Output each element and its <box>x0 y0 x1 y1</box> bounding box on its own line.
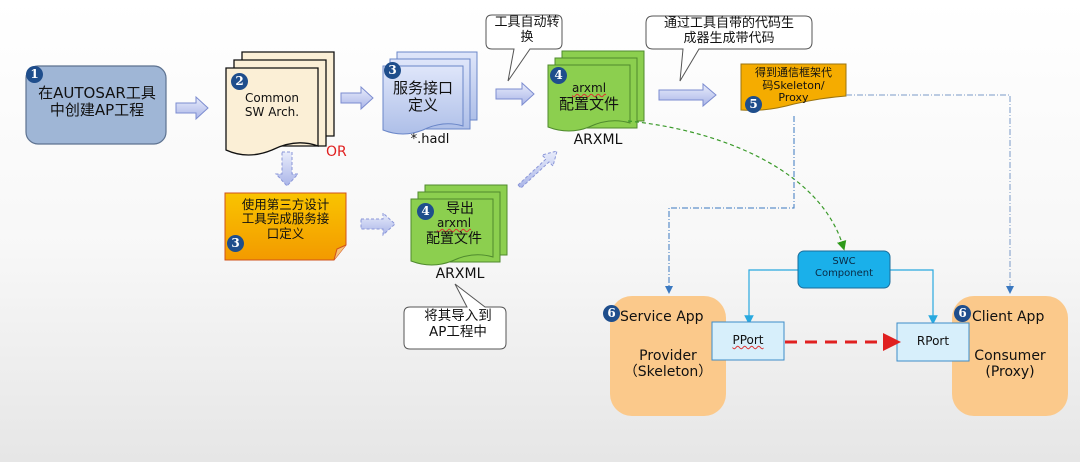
service-app-role: Provider （Skeleton） <box>610 348 726 380</box>
step4-export-line1: 导出 <box>446 201 474 217</box>
step3-hadl-label: 服务接口 定义 <box>383 79 463 115</box>
client-app-badge: 6 <box>954 305 971 322</box>
swc-to-pport-line <box>744 269 798 325</box>
service-app-line2: （Skeleton） <box>623 364 713 381</box>
callout-auto-convert-line2: 换 <box>520 29 534 45</box>
step2-line1: Common <box>244 91 300 105</box>
or-label: OR <box>326 144 347 160</box>
step3-third-party-line3: 口定义 <box>266 225 305 241</box>
step3-hadl-line1: 服务接口 <box>392 79 453 97</box>
step4-arxml-line2: 配置文件 <box>558 94 619 113</box>
callout-codegen-line1: 通过工具自带的代码生 <box>663 16 794 31</box>
dashdot-connector-client <box>846 94 1014 294</box>
flow-arrow-right-dashed <box>360 211 396 237</box>
step3-hadl-line2: 定义 <box>407 96 438 115</box>
green-dashed-connector <box>627 120 847 251</box>
step4-arxml-document-stack <box>547 50 645 132</box>
step4-export-badge: 4 <box>417 203 434 220</box>
flow-arrow-1 <box>175 95 209 121</box>
swc-line2: Component <box>814 267 874 279</box>
dashdot-connector-service <box>665 116 795 294</box>
callout-codegen-line2: 成器生成带代码 <box>683 30 775 46</box>
flow-arrow-diagonal-dashed <box>517 150 558 189</box>
rport-box <box>896 322 970 362</box>
step4-arxml-line1: arxml <box>571 81 607 95</box>
step5-line3: Proxy <box>778 91 809 105</box>
step3-third-party-note <box>224 192 347 261</box>
step3-hadl-badge: 3 <box>384 62 401 79</box>
callout-codegen: 通过工具自带的代码生 成器生成带代码 <box>646 16 812 47</box>
step3-third-party-line1: 使用第三方设计 <box>241 197 330 212</box>
client-app-line1: Consumer <box>974 348 1046 364</box>
step2-document-stack <box>225 51 335 156</box>
service-app-box <box>610 296 726 416</box>
callout-auto-convert-line1: 工具自动转 <box>494 15 560 30</box>
step4-export-line3: 配置文件 <box>426 230 482 247</box>
step5-line1: 得到通信框架代 <box>755 66 832 79</box>
step3-third-party-line2: 工具完成服务接 <box>241 211 330 227</box>
step4-export-line2: arxml <box>436 216 472 231</box>
callout-import: 将其导入到 AP工程中 <box>404 308 512 340</box>
service-app-line1: Provider <box>639 348 697 364</box>
callout-import-shape <box>403 283 507 350</box>
swc-to-rport-line <box>890 269 938 325</box>
step2-badge: 2 <box>231 73 248 90</box>
step4-arxml-badge: 4 <box>550 67 567 84</box>
step2-label: Common SW Arch. <box>226 91 318 120</box>
client-app-box <box>952 296 1068 416</box>
rport-label: RPort <box>916 334 950 348</box>
callout-codegen-shape <box>645 15 813 82</box>
step4-export-label: 导出 arxml 配置文件 <box>414 201 494 247</box>
step4-arxml-label: arxml 配置文件 <box>548 81 630 113</box>
flow-arrow-4 <box>658 82 717 108</box>
flow-arrow-2 <box>340 85 374 111</box>
flow-arrow-3 <box>495 81 535 107</box>
client-app-line2: (Proxy) <box>985 364 1035 381</box>
arxml-caption-top: ARXML <box>573 132 623 148</box>
step1-line2: 中创建AP工程 <box>49 101 145 120</box>
service-app-badge: 6 <box>603 305 620 322</box>
step1-label: 在AUTOSAR工具 中创建AP工程 <box>30 84 164 120</box>
swc-component-label: SWC Component <box>798 256 890 279</box>
step1-box <box>25 65 167 145</box>
client-app-title: Client App <box>972 309 1045 325</box>
service-app-title: Service App <box>620 309 704 325</box>
hadl-caption: *.hadl <box>410 132 450 147</box>
callout-auto-convert-shape <box>485 14 563 82</box>
step3-third-party-label: 使用第三方设计 工具完成服务接 口定义 <box>225 197 346 241</box>
callout-import-line2: AP工程中 <box>429 323 487 340</box>
pport-box <box>711 321 785 361</box>
step4-export-document-stack <box>410 184 508 266</box>
step1-badge: 1 <box>26 66 43 83</box>
step5-badge: 5 <box>745 96 762 113</box>
step5-label: 得到通信框架代 码Skeleton/ Proxy <box>741 66 846 105</box>
swc-line1: SWC <box>832 256 856 267</box>
step3-third-party-badge: 3 <box>227 235 244 252</box>
pport-label: PPort <box>732 333 764 347</box>
step3-hadl-document-stack <box>382 51 478 135</box>
step5-line2: 码Skeleton/ <box>762 78 825 92</box>
flow-arrow-down-dashed <box>274 151 300 187</box>
callout-import-line1: 将其导入到 <box>424 308 492 324</box>
client-app-role: Consumer (Proxy) <box>952 348 1068 380</box>
step2-line2: SW Arch. <box>244 104 300 119</box>
swc-component-box <box>797 250 891 289</box>
callout-auto-convert: 工具自动转 换 <box>486 15 568 46</box>
arxml-caption-export: ARXML <box>435 266 485 282</box>
step1-line1: 在AUTOSAR工具 <box>38 84 156 102</box>
